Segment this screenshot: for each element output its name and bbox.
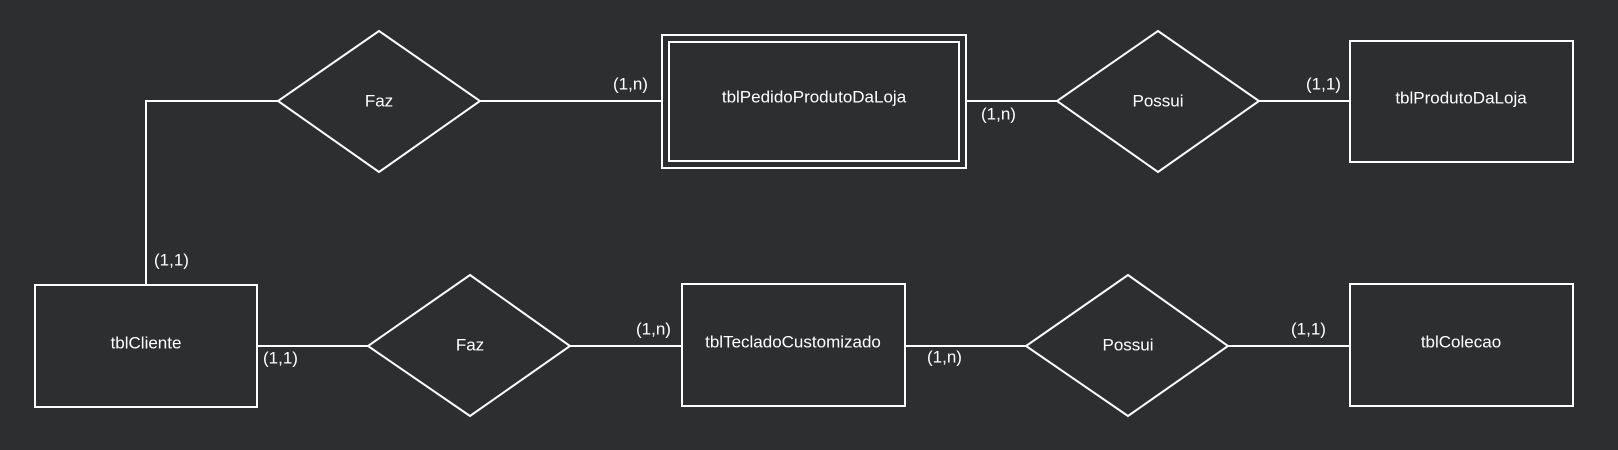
entity-cliente[interactable]: tblCliente [34,284,258,408]
relationship-label-possui-top: Possui [1132,91,1183,110]
entity-pedido-produto-da-loja[interactable]: tblPedidoProdutoDaLoja [661,34,967,169]
entity-label-teclado: tblTecladoCustomizado [705,332,881,351]
entity-teclado-customizado[interactable]: tblTecladoCustomizado [681,283,906,407]
cardinality-teclado-possui: (1,n) [927,347,962,366]
entity-label-colecao: tblColecao [1421,332,1501,351]
cardinality-produto-possui: (1,1) [1306,74,1341,93]
relationship-faz-bottom[interactable]: Faz [366,273,572,418]
relationship-faz-top[interactable]: Faz [276,29,482,174]
entity-label-cliente: tblCliente [111,333,182,352]
relationship-possui-bottom[interactable]: Possui [1024,273,1230,418]
entity-label-pedido: tblPedidoProdutoDaLoja [722,87,907,106]
relationship-label-faz-bottom: Faz [456,335,484,354]
cardinality-pedido-possui: (1,n) [981,104,1016,123]
edge-cliente-faz-top [145,100,278,285]
cardinality-pedido-faz-top: (1,n) [613,74,648,93]
relationship-label-faz-top: Faz [365,91,393,110]
entity-produto-da-loja[interactable]: tblProdutoDaLoja [1349,40,1574,163]
cardinality-teclado-faz-bottom: (1,n) [636,319,671,338]
cardinality-colecao-possui: (1,1) [1291,319,1326,338]
entity-label-produto: tblProdutoDaLoja [1395,88,1527,107]
cardinality-cliente-faz-bottom: (1,1) [263,348,298,367]
entity-colecao[interactable]: tblColecao [1349,283,1574,407]
relationship-possui-top[interactable]: Possui [1055,29,1261,174]
cardinality-cliente-faz-top: (1,1) [154,250,189,269]
relationship-label-possui-bottom: Possui [1102,335,1153,354]
